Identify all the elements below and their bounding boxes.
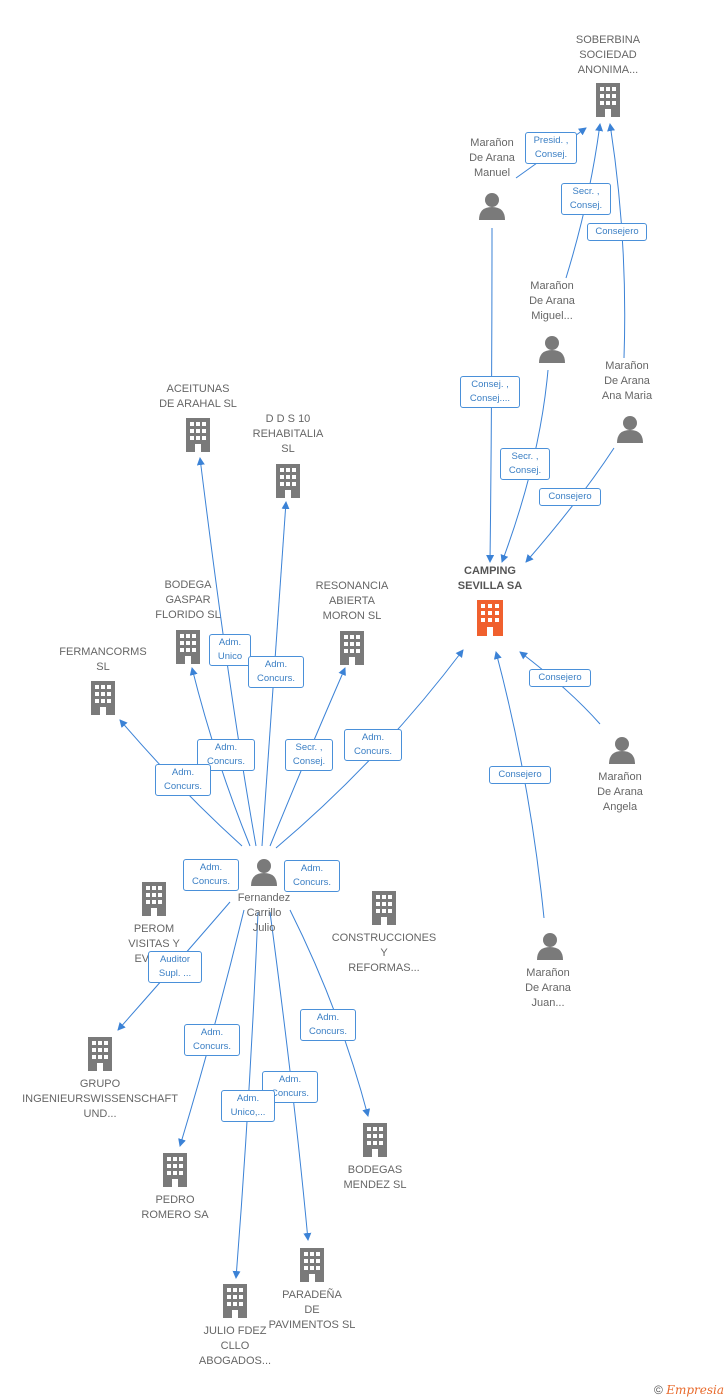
building-icon bbox=[477, 600, 503, 636]
role-badge[interactable]: Adm. Concurs. bbox=[284, 860, 340, 892]
node-label: D D S 10 REHABITALIA SL bbox=[252, 413, 324, 455]
node-ana-maria[interactable]: Marañon De Arana Ana Maria bbox=[586, 359, 668, 443]
role-badge[interactable]: Adm. Concurs. bbox=[183, 859, 239, 891]
building-icon bbox=[91, 681, 115, 715]
building-icon bbox=[300, 1248, 324, 1282]
person-icon bbox=[479, 193, 505, 220]
role-badge[interactable]: Adm. Concurs. bbox=[262, 1071, 318, 1103]
role-badge[interactable]: Consejero bbox=[489, 766, 551, 784]
node-label: SOBERBINA SOCIEDAD ANONIMA... bbox=[575, 34, 641, 76]
node-label: ACEITUNAS DE ARAHAL SL bbox=[159, 383, 237, 410]
person-icon bbox=[251, 859, 277, 886]
building-icon bbox=[363, 1123, 387, 1157]
building-icon bbox=[372, 891, 396, 925]
node-label: BODEGAS MENDEZ SL bbox=[343, 1164, 407, 1191]
role-badge[interactable]: Adm. Concurs. bbox=[300, 1009, 356, 1041]
footer-brand[interactable]: © Empresia bbox=[654, 1383, 724, 1397]
node-julio-fdez[interactable]: JULIO FDEZ CLLO ABOGADOS... bbox=[190, 1284, 280, 1369]
node-dds10[interactable]: D D S 10 REHABITALIA SL bbox=[244, 412, 332, 498]
role-badge[interactable]: Adm. Unico bbox=[209, 634, 251, 666]
node-camping-sevilla[interactable]: CAMPING SEVILLA SA bbox=[440, 564, 540, 636]
node-aceitunas[interactable]: ACEITUNAS DE ARAHAL SL bbox=[146, 382, 250, 452]
node-label: Marañon De Arana Angela bbox=[597, 771, 643, 813]
role-badge[interactable]: Consej. , Consej.... bbox=[460, 376, 520, 408]
building-icon bbox=[176, 630, 200, 664]
node-label: PARADEÑA DE PAVIMENTOS SL bbox=[268, 1289, 356, 1331]
node-angela[interactable]: Marañon De Arana Angela bbox=[584, 737, 656, 815]
building-icon bbox=[186, 418, 210, 452]
node-manuel[interactable]: Marañon De Arana Manuel bbox=[456, 136, 528, 220]
node-label: FERMANCORMS SL bbox=[59, 646, 147, 673]
person-icon bbox=[617, 416, 643, 443]
person-icon bbox=[539, 336, 565, 363]
node-construcciones[interactable]: CONSTRUCCIONES Y REFORMAS... bbox=[324, 891, 444, 976]
role-badge[interactable]: Secr. , Consej. bbox=[500, 448, 550, 480]
role-badge[interactable]: Presid. , Consej. bbox=[525, 132, 577, 164]
building-icon bbox=[163, 1153, 187, 1187]
building-icon bbox=[340, 631, 364, 665]
building-icon bbox=[88, 1037, 112, 1071]
role-badge[interactable]: Adm. Unico,... bbox=[221, 1090, 275, 1122]
node-bodegas-mendez[interactable]: BODEGAS MENDEZ SL bbox=[330, 1123, 420, 1193]
node-label: CONSTRUCCIONES Y REFORMAS... bbox=[331, 932, 437, 974]
node-pedro-romero[interactable]: PEDRO ROMERO SA bbox=[130, 1153, 220, 1223]
edge-fernandez-aceitunas bbox=[196, 457, 257, 847]
edge-juan-camping bbox=[493, 651, 545, 919]
copyright-symbol: © bbox=[654, 1383, 663, 1397]
node-label: BODEGA GASPAR FLORIDO SL bbox=[155, 579, 221, 621]
node-label: GRUPO INGENIEURSWISSENSCHAFT UND... bbox=[22, 1078, 178, 1120]
building-icon bbox=[596, 83, 620, 117]
role-badge[interactable]: Adm. Concurs. bbox=[344, 729, 402, 761]
node-juan[interactable]: Marañon De Arana Juan... bbox=[512, 933, 584, 1011]
node-fernandez-carrillo[interactable]: Fernandez Carrillo Julio bbox=[226, 859, 302, 936]
role-badge[interactable]: Adm. Concurs. bbox=[184, 1024, 240, 1056]
node-label: Marañon De Arana Miguel... bbox=[529, 280, 575, 322]
node-label: RESONANCIA ABIERTA MORON SL bbox=[315, 580, 389, 622]
role-badge[interactable]: Adm. Concurs. bbox=[197, 739, 255, 771]
node-label: JULIO FDEZ CLLO ABOGADOS... bbox=[198, 1325, 272, 1367]
brand-logo: Empresia bbox=[666, 1383, 724, 1397]
edge-angela-camping bbox=[519, 651, 601, 725]
role-badge[interactable]: Adm. Concurs. bbox=[248, 656, 304, 688]
role-badge[interactable]: Adm. Concurs. bbox=[155, 764, 211, 796]
node-miguel[interactable]: Marañon De Arana Miguel... bbox=[516, 279, 588, 363]
person-icon bbox=[537, 933, 563, 960]
node-bodega-gaspar[interactable]: BODEGA GASPAR FLORIDO SL bbox=[146, 578, 230, 664]
edge-anamaria-soberbina bbox=[607, 123, 626, 359]
node-label: Marañon De Arana Ana Maria bbox=[601, 360, 653, 402]
role-badge[interactable]: Secr. , Consej. bbox=[561, 183, 611, 215]
node-label: Marañon De Arana Juan... bbox=[525, 967, 571, 1009]
node-soberbina[interactable]: SOBERBINA SOCIEDAD ANONIMA... bbox=[556, 33, 660, 117]
role-badge[interactable]: Consejero bbox=[587, 223, 647, 241]
node-grupo[interactable]: GRUPO INGENIEURSWISSENSCHAFT UND... bbox=[14, 1037, 186, 1122]
node-paradena[interactable]: PARADEÑA DE PAVIMENTOS SL bbox=[264, 1248, 360, 1333]
node-fermancorms[interactable]: FERMANCORMS SL bbox=[50, 645, 156, 715]
building-icon bbox=[223, 1284, 247, 1318]
node-label: Fernandez Carrillo Julio bbox=[237, 892, 291, 934]
building-icon bbox=[276, 464, 300, 498]
role-badge[interactable]: Consejero bbox=[529, 669, 591, 687]
role-badge[interactable]: Secr. , Consej. bbox=[285, 739, 333, 771]
node-label: CAMPING SEVILLA SA bbox=[457, 565, 523, 592]
node-label: PEDRO ROMERO SA bbox=[141, 1194, 209, 1221]
role-badge[interactable]: Consejero bbox=[539, 488, 601, 506]
role-badge[interactable]: Auditor Supl. ... bbox=[148, 951, 202, 983]
person-icon bbox=[609, 737, 635, 764]
building-icon bbox=[142, 882, 166, 916]
node-resonancia[interactable]: RESONANCIA ABIERTA MORON SL bbox=[304, 579, 400, 665]
node-label: Marañon De Arana Manuel bbox=[469, 137, 515, 179]
